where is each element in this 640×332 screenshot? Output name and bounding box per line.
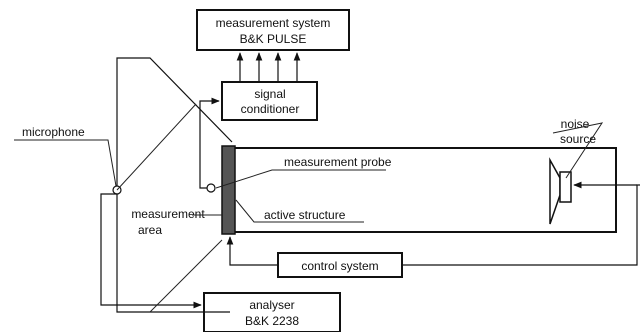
- probe-to-conditioner-wire: [199, 97, 220, 189]
- loudspeaker-icon: [549, 157, 572, 225]
- microphone-leader: [14, 139, 117, 187]
- microphone-label: microphone: [22, 125, 85, 139]
- measurement-system-box: measurement system B&K PULSE: [196, 9, 350, 51]
- analyser-model: B&K 2238: [245, 314, 299, 328]
- noise-source-leader: [552, 122, 604, 179]
- measurement-probe-leader: [215, 169, 386, 189]
- measurement-area-label-2: area: [138, 223, 162, 237]
- measurement-area-label-1: measurement: [131, 207, 205, 221]
- measurement-system-model: B&K PULSE: [240, 32, 307, 46]
- active-structure-label: active structure: [264, 208, 346, 222]
- active-structure-leader: [235, 199, 364, 223]
- microphone-to-measurement-system-wire: [116, 57, 233, 186]
- analyser-label: analyser: [249, 298, 294, 312]
- noise-source-label-2: source: [560, 132, 596, 146]
- microphone-to-analyser-wire: [100, 193, 202, 309]
- measurement-probe-circle: [206, 183, 216, 193]
- measurement-area-diagonal: [116, 103, 197, 191]
- control-system-label: control system: [301, 259, 378, 273]
- noise-source-feedback-wire: [402, 184, 640, 266]
- control-system-box: control system: [277, 252, 403, 278]
- microphone-mic-line: [116, 194, 230, 313]
- signal-conditioner-label-1: signal: [254, 87, 285, 101]
- signal-conditioner-box: signal conditioner: [221, 81, 318, 121]
- signal-conditioner-label-2: conditioner: [241, 102, 300, 116]
- measurement-area-boundary-bottom: [149, 239, 223, 313]
- control-to-structure-wire: [226, 236, 278, 266]
- active-structure-bar: [221, 145, 236, 235]
- measurement-probe-label: measurement probe: [284, 155, 392, 169]
- signal-arrows: [236, 52, 301, 82]
- measurement-system-label: measurement system: [216, 16, 331, 30]
